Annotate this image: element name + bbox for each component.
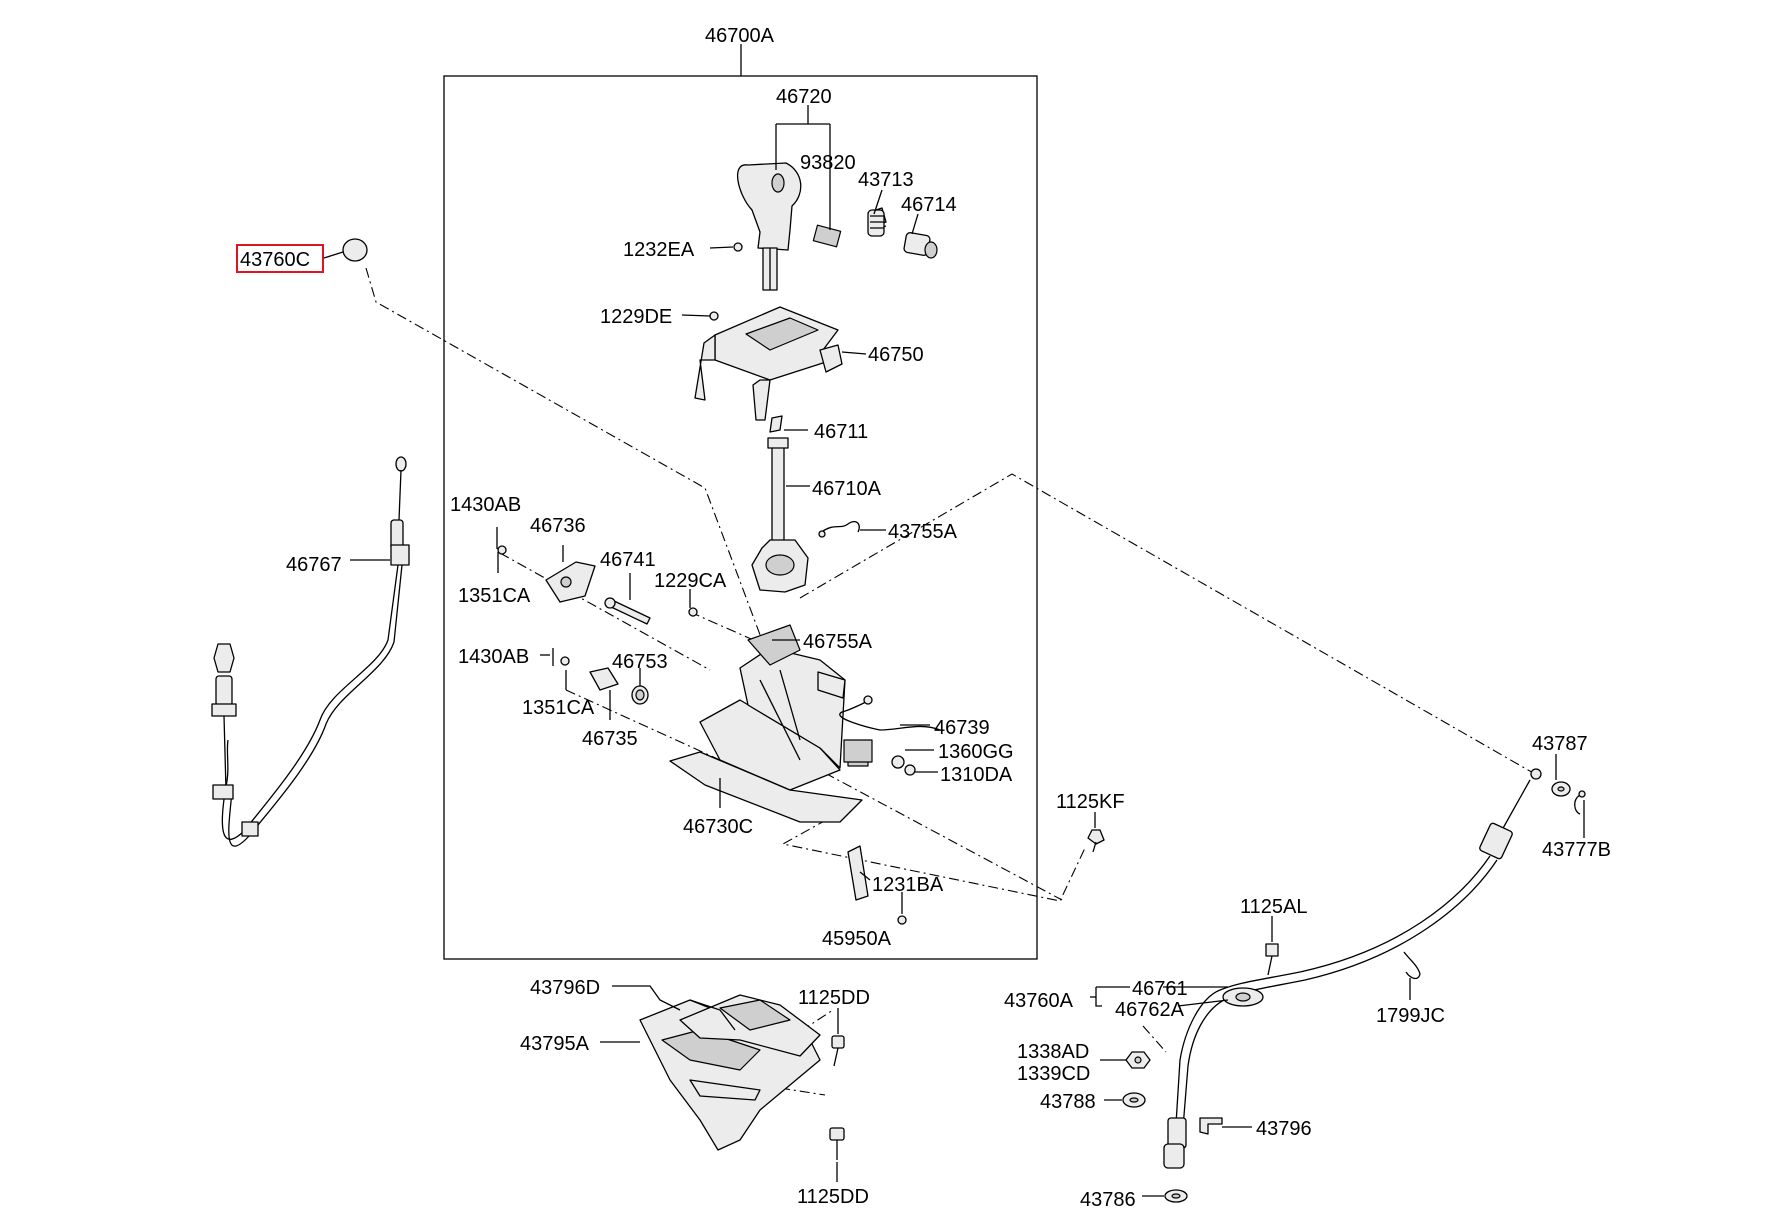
label-1125DD-a[interactable]: 1125DD	[798, 987, 870, 1009]
label-1232EA[interactable]: 1232EA	[623, 239, 695, 261]
label-46739[interactable]: 46739	[934, 717, 990, 739]
label-43796D[interactable]: 43796D	[530, 977, 600, 999]
label-46767[interactable]: 46767	[286, 554, 342, 576]
label-1310DA[interactable]: 1310DA	[940, 764, 1013, 786]
label-1360GG[interactable]: 1360GG	[938, 741, 1014, 763]
screw-1232EA	[733, 242, 743, 252]
bracket-43796D[interactable]	[679, 994, 821, 1057]
shift-lever[interactable]	[751, 437, 809, 593]
cable-46767[interactable]	[211, 456, 410, 847]
washer-43786	[1164, 1189, 1188, 1203]
label-43760A[interactable]: 43760A	[1004, 990, 1074, 1012]
knob-plug	[903, 232, 938, 259]
base-bracket[interactable]	[669, 624, 869, 823]
label-93820[interactable]: 93820	[800, 152, 856, 174]
label-43796[interactable]: 43796	[1256, 1118, 1312, 1140]
harness-46739	[839, 695, 941, 763]
leader-lines	[323, 105, 1585, 1197]
solenoid-46735	[552, 648, 649, 705]
label-43795A[interactable]: 43795A	[520, 1033, 590, 1055]
washer-43788	[1122, 1092, 1146, 1108]
label-1125DD-b[interactable]: 1125DD	[797, 1186, 869, 1208]
bracket-45950A	[847, 845, 907, 925]
label-1430AB-a[interactable]: 1430AB	[450, 494, 521, 516]
label-46720[interactable]: 46720	[776, 86, 832, 108]
label-43777B[interactable]: 43777B	[1542, 839, 1611, 861]
label-46762A[interactable]: 46762A	[1115, 999, 1185, 1021]
label-43713[interactable]: 43713	[858, 169, 914, 191]
label-1351CA-a[interactable]: 1351CA	[458, 585, 531, 607]
cable-43760A[interactable]	[1163, 768, 1542, 1169]
label-45950A[interactable]: 45950A	[822, 928, 892, 950]
knob-button[interactable]	[812, 224, 842, 248]
wire-43755A	[818, 520, 860, 538]
label-1338AD[interactable]: 1338AD	[1017, 1041, 1089, 1063]
shift-indicator-lamp	[769, 415, 783, 433]
clip-1799JC	[1403, 951, 1421, 980]
bolt-1125KF	[1087, 829, 1105, 853]
label-1430AB-b[interactable]: 1430AB	[458, 646, 529, 668]
part-labels: 46700A 46720 93820 43713 46714 1232EA 43…	[236, 25, 1611, 1211]
label-46711[interactable]: 46711	[814, 421, 868, 443]
label-46750[interactable]: 46750	[868, 344, 924, 366]
label-1229CA[interactable]: 1229CA	[654, 570, 727, 592]
clip-1229CA	[688, 607, 698, 617]
label-46700A[interactable]: 46700A	[705, 25, 775, 47]
shift-knob[interactable]	[737, 162, 802, 291]
label-46710A[interactable]: 46710A	[812, 478, 882, 500]
label-1125KF[interactable]: 1125KF	[1056, 791, 1125, 813]
highlighted-cap-43760C[interactable]	[342, 238, 368, 262]
label-43760C[interactable]: 43760C	[240, 249, 310, 271]
nuts-1360GG-1310DA	[891, 755, 916, 776]
label-46736[interactable]: 46736	[530, 515, 586, 537]
bolt-1125AL	[1265, 943, 1279, 976]
bolts-1125DD	[829, 1035, 845, 1160]
phantom-lines	[365, 267, 1536, 1096]
label-46755A[interactable]: 46755A	[803, 631, 873, 653]
label-46741[interactable]: 46741	[600, 549, 656, 571]
label-1351CA-b[interactable]: 1351CA	[522, 697, 595, 719]
label-43787[interactable]: 43787	[1532, 733, 1588, 755]
label-46761[interactable]: 46761	[1132, 978, 1188, 1000]
label-43786[interactable]: 43786	[1080, 1189, 1136, 1211]
indicator-panel[interactable]	[694, 306, 843, 421]
button-spring	[867, 207, 887, 237]
label-1339CD[interactable]: 1339CD	[1017, 1063, 1090, 1085]
label-1125AL[interactable]: 1125AL	[1240, 896, 1307, 918]
clip-43796	[1199, 1117, 1223, 1135]
label-46730C[interactable]: 46730C	[683, 816, 753, 838]
label-1799JC[interactable]: 1799JC	[1376, 1005, 1445, 1027]
label-43755A[interactable]: 43755A	[888, 521, 958, 543]
clip-43777B	[1574, 790, 1586, 815]
pin-46741	[604, 597, 651, 625]
label-46753[interactable]: 46753	[612, 651, 668, 673]
label-1231BA[interactable]: 1231BA	[872, 874, 944, 896]
label-1229DE[interactable]: 1229DE	[600, 306, 672, 328]
detent-bracket	[496, 527, 596, 603]
label-46735[interactable]: 46735	[582, 728, 638, 750]
label-43788[interactable]: 43788	[1040, 1091, 1096, 1113]
highlight-box-43760C	[236, 244, 324, 273]
washer-43787	[1551, 781, 1571, 797]
label-46714[interactable]: 46714	[901, 194, 957, 216]
nut-1338AD	[1125, 1051, 1151, 1069]
